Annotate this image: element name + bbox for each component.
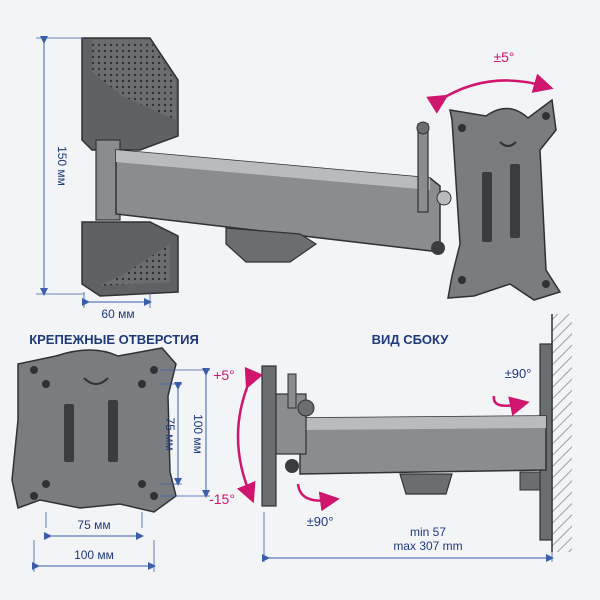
swivel-bottom-label: ±90° <box>307 514 334 529</box>
wall <box>551 314 572 552</box>
side-view-title: ВИД СБОКУ <box>372 332 450 347</box>
upper-vent-grille <box>92 40 176 120</box>
tilt-up-label: +5° <box>213 367 235 383</box>
plate-smile <box>499 141 517 147</box>
hole <box>150 366 158 374</box>
swivel-top-label: ±90° <box>505 366 532 381</box>
dim-150-label: 150 мм <box>55 146 69 186</box>
wall-bracket-top-view <box>81 37 562 301</box>
dimension-60: 60 мм <box>82 292 152 321</box>
dimension-150: 150 мм <box>36 36 84 296</box>
lock-bolt <box>431 241 445 255</box>
plate-hole <box>542 280 550 288</box>
arm-bottom-bracket <box>225 227 318 263</box>
front-smile <box>83 377 109 385</box>
hole <box>138 380 146 388</box>
hole <box>30 366 38 374</box>
side-vesa-plate <box>261 365 277 507</box>
tilt-knob <box>416 121 430 135</box>
side-arm <box>299 415 547 475</box>
min-reach-label: min 57 <box>410 525 446 539</box>
side-tilt-pin <box>287 373 297 409</box>
front-slot-left <box>64 404 74 462</box>
side-lock-bolt <box>285 459 299 473</box>
plate-slot-right <box>510 164 520 238</box>
hole <box>138 480 146 488</box>
tilt-pin <box>417 123 429 213</box>
max-reach-label: max 307 mm <box>393 539 462 553</box>
side-arm-foot <box>399 473 453 495</box>
tilt-arrow-top: ±5° <box>426 49 554 114</box>
swivel-arrow-bottom: ±90° <box>296 483 340 529</box>
hole <box>42 480 50 488</box>
mount-dimensions: 75 мм 100 мм 75 мм 100 мм <box>32 368 210 572</box>
side-arm-highlight <box>300 416 546 430</box>
front-slot-right <box>108 400 118 462</box>
plate-hole <box>458 276 466 284</box>
outer-width-label: 100 мм <box>74 548 114 562</box>
plate-hole <box>458 124 466 132</box>
side-arm-joint <box>519 471 541 491</box>
side-tilt-knob <box>297 399 315 417</box>
plate-hole <box>542 112 550 120</box>
vesa-plate-front <box>11 347 177 513</box>
mount-holes-title: КРЕПЕЖНЫЕ ОТВЕРСТИЯ <box>29 332 199 347</box>
tilt-screw <box>436 190 452 206</box>
reach-dimension: min 57 max 307 mm <box>262 512 554 562</box>
dim-60-label: 60 мм <box>101 307 134 321</box>
lower-vent-grille <box>98 244 170 286</box>
tilt-label-top: ±5° <box>493 49 514 65</box>
side-bracket <box>261 343 553 541</box>
hole <box>42 380 50 388</box>
tilt-down-label: -15° <box>209 491 235 507</box>
tilt-arrow-side: +5° -15° <box>209 366 264 507</box>
plate-slot-left <box>482 172 492 242</box>
outer-height-label: 100 мм <box>191 414 205 454</box>
hole <box>30 492 38 500</box>
hole <box>150 492 158 500</box>
swivel-arrow-top: ±90° <box>492 366 532 416</box>
arm-highlight <box>116 150 430 190</box>
inner-height-label: 75 мм <box>163 417 177 450</box>
inner-width-label: 75 мм <box>77 518 110 532</box>
